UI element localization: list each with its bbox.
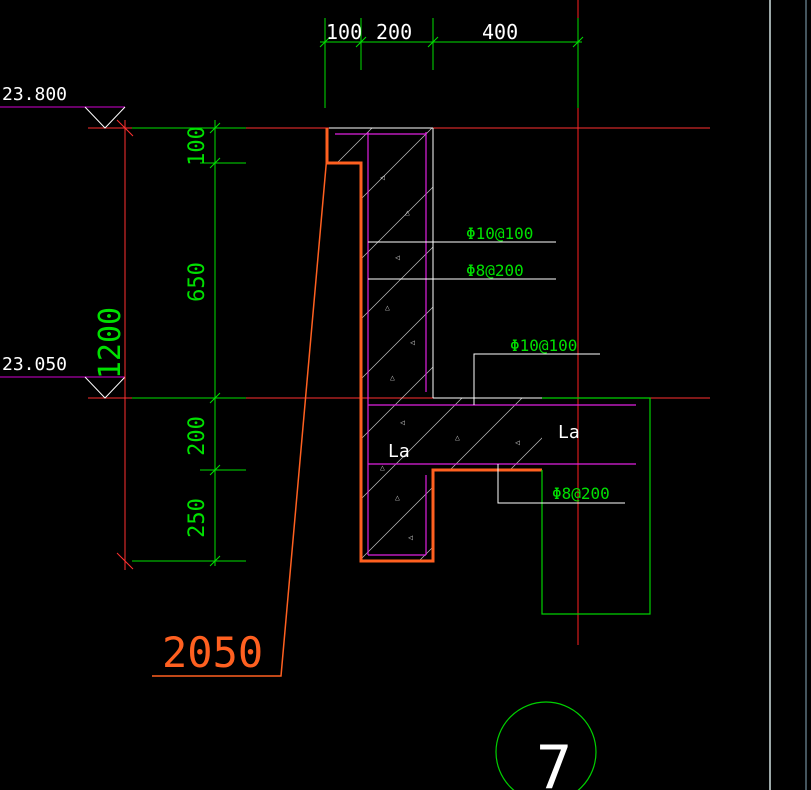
svg-text:◁: ◁: [400, 418, 405, 427]
dimension-total: [116, 119, 134, 570]
dim-left-250: 250: [185, 498, 210, 538]
la-label-left: La: [388, 441, 410, 462]
dim-top-200: 200: [376, 20, 412, 44]
svg-text:△: △: [380, 463, 385, 472]
rebar-label-1: Φ10@100: [466, 224, 533, 243]
dim-top-100: 100: [326, 20, 362, 44]
rebar-label-2: Φ8@200: [466, 261, 524, 280]
svg-text:◁: ◁: [380, 173, 385, 182]
svg-text:△: △: [385, 303, 390, 312]
dim-left-650: 650: [185, 262, 210, 302]
rebar-leaders: [368, 241, 625, 504]
rebar-label-4: Φ8@200: [552, 484, 610, 503]
svg-text:◁: ◁: [408, 533, 413, 542]
rebar-label-3: Φ10@100: [510, 336, 577, 355]
level-mid-text: 23.050: [2, 354, 67, 375]
level-top-text: 23.800: [2, 84, 67, 105]
level-marker-mid: 23.050: [0, 354, 126, 399]
rebar-lines: [335, 132, 636, 556]
dim-total-1200: 1200: [93, 307, 128, 379]
dimension-top: [319, 18, 584, 108]
dim-top-400: 400: [482, 20, 518, 44]
leader-2050-text: 2050: [162, 628, 263, 677]
svg-text:◁: ◁: [410, 338, 415, 347]
dim-left-100: 100: [185, 126, 210, 166]
svg-text:◁: ◁: [515, 438, 520, 447]
svg-text:△: △: [405, 208, 410, 217]
level-marker-top: 23.800: [0, 84, 126, 129]
leader-2050: [152, 154, 328, 677]
la-label-right: La: [558, 422, 580, 443]
detail-number-text: 7: [536, 733, 572, 790]
svg-text:△: △: [390, 373, 395, 382]
detail-number-bubble: 7: [495, 701, 597, 790]
section-white-outline: [329, 127, 542, 399]
svg-text:△: △: [395, 493, 400, 502]
svg-text:◁: ◁: [395, 253, 400, 262]
dim-left-200: 200: [185, 416, 210, 456]
beam-outline: [541, 397, 651, 615]
dimension-left: [132, 120, 246, 567]
svg-text:△: △: [455, 433, 460, 442]
